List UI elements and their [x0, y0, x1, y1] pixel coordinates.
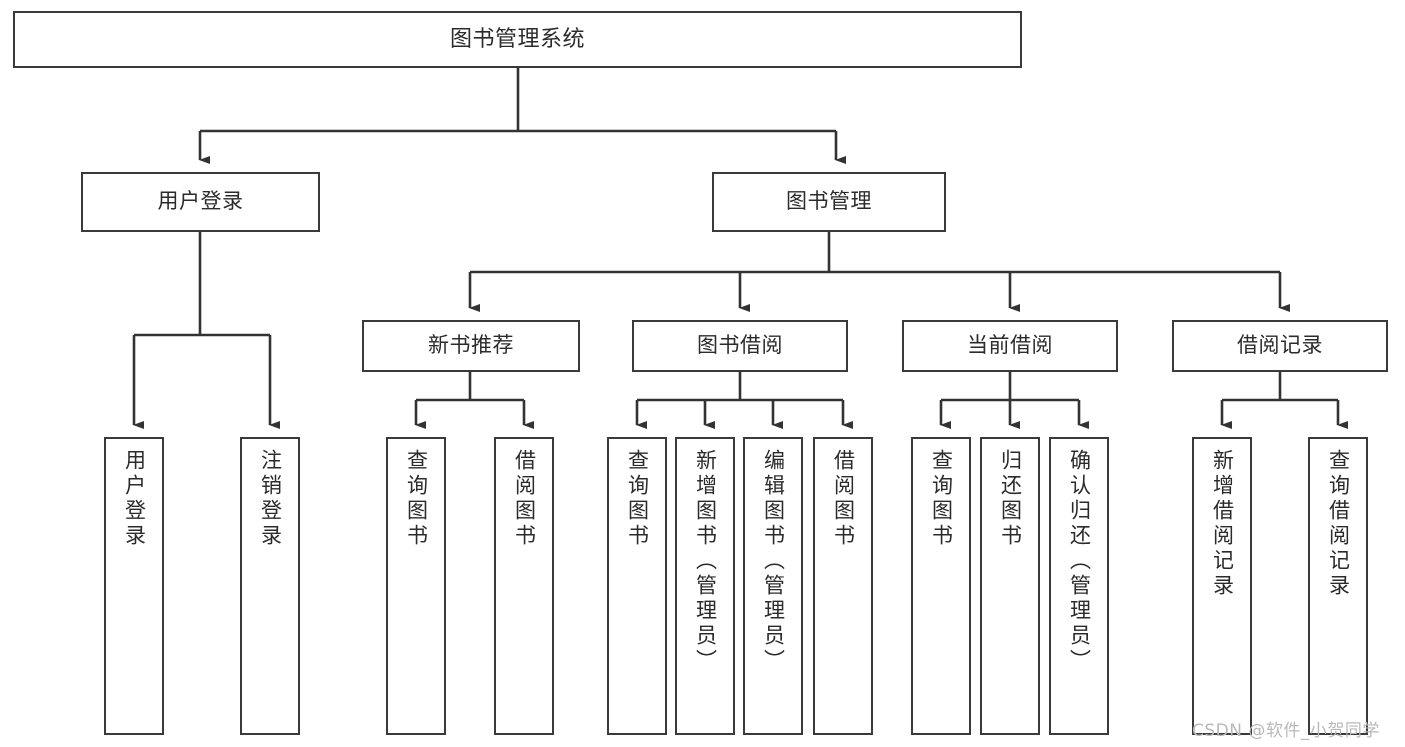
node-label: 新增图书（管理员） — [693, 449, 718, 674]
node-label: 新书推荐 — [428, 333, 514, 358]
node-label: 当前借阅 — [967, 333, 1053, 358]
node-new-book-recommend[interactable]: 新书推荐 — [362, 320, 580, 372]
node-label: 图书管理系统 — [449, 26, 585, 52]
leaf-query-book-current[interactable]: 查询图书 — [911, 437, 971, 735]
leaf-edit-book-admin[interactable]: 编辑图书（管理员） — [743, 437, 803, 735]
node-label: 借阅图书 — [512, 449, 537, 549]
node-label: 图书管理 — [786, 189, 872, 214]
leaf-query-book-recommend[interactable]: 查询图书 — [386, 437, 446, 735]
leaf-return-book[interactable]: 归还图书 — [980, 437, 1040, 735]
leaf-logout[interactable]: 注销登录 — [240, 437, 300, 735]
leaf-query-borrow-record[interactable]: 查询借阅记录 — [1308, 437, 1368, 735]
csdn-watermark: CSDN @软件_小贺同学 — [1192, 721, 1380, 741]
leaf-confirm-return-admin[interactable]: 确认归还（管理员） — [1049, 437, 1109, 735]
node-label: 查询借阅记录 — [1326, 449, 1351, 599]
leaf-query-book-borrow[interactable]: 查询图书 — [607, 437, 667, 735]
node-label: 确认归还（管理员） — [1067, 449, 1092, 674]
node-label: 借阅记录 — [1237, 333, 1323, 358]
node-label: 查询图书 — [929, 449, 954, 549]
node-label: 查询图书 — [625, 449, 650, 549]
node-label: 用户登录 — [157, 189, 244, 214]
node-label: 新增借阅记录 — [1210, 449, 1235, 599]
node-current-borrow[interactable]: 当前借阅 — [902, 320, 1118, 372]
leaf-add-book-admin[interactable]: 新增图书（管理员） — [675, 437, 735, 735]
leaf-borrow-book-recommend[interactable]: 借阅图书 — [494, 437, 554, 735]
node-book-management[interactable]: 图书管理 — [712, 172, 946, 232]
node-label: 编辑图书（管理员） — [761, 449, 786, 674]
node-user-login[interactable]: 用户登录 — [81, 172, 320, 232]
node-label: 借阅图书 — [831, 449, 856, 549]
node-root[interactable]: 图书管理系统 — [13, 11, 1022, 68]
node-book-borrow[interactable]: 图书借阅 — [632, 320, 848, 372]
leaf-user-login[interactable]: 用户登录 — [104, 437, 164, 735]
node-label: 归还图书 — [998, 449, 1023, 549]
node-label: 用户登录 — [122, 449, 147, 549]
node-label: 查询图书 — [404, 449, 429, 549]
leaf-borrow-book[interactable]: 借阅图书 — [813, 437, 873, 735]
node-label: 图书借阅 — [697, 333, 783, 358]
node-borrow-records[interactable]: 借阅记录 — [1172, 320, 1388, 372]
node-label: 注销登录 — [258, 449, 283, 549]
leaf-add-borrow-record[interactable]: 新增借阅记录 — [1192, 437, 1252, 735]
